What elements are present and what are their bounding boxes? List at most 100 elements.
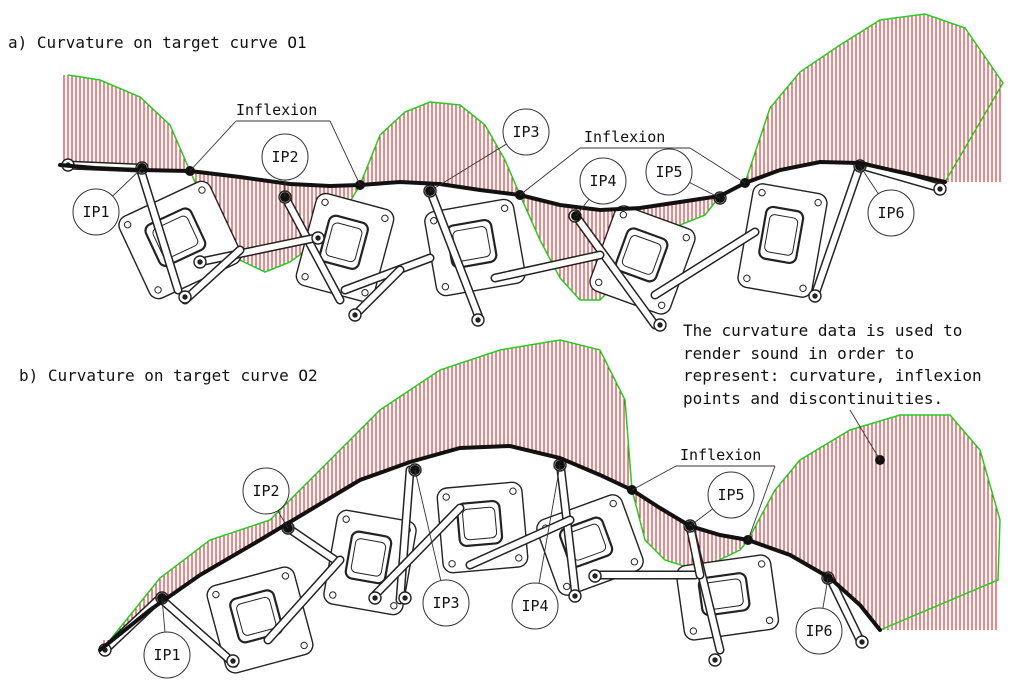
plate-screw	[657, 301, 666, 309]
panel-a-ip6-label: IP6	[877, 204, 904, 222]
panel-a-ip5-circle	[645, 148, 693, 196]
plate-window-inner	[621, 235, 662, 275]
panel-a-inflexion-label-2-leader	[519, 147, 581, 196]
link-bar-inner	[372, 505, 463, 598]
link-bar-inner	[857, 162, 943, 191]
plate-screw	[757, 560, 766, 568]
link-bar-inner	[427, 187, 483, 323]
link-bar-inner	[812, 162, 863, 298]
panel-b-ip5-label: IP5	[717, 486, 744, 504]
panel-a-ip5-label: IP5	[655, 163, 682, 181]
panel-a-inflexion-label-2-leader	[689, 147, 746, 184]
plate-screw	[381, 214, 389, 223]
panel-a-ip4-label: IP4	[589, 172, 616, 190]
pivot-joint-center	[372, 595, 378, 601]
plate-screw	[515, 554, 523, 562]
panel-a-ip3-label: IP3	[512, 123, 539, 141]
plate-screw	[321, 198, 329, 206]
plate-screw	[799, 284, 807, 292]
panel-a-ip6-circle	[867, 189, 915, 237]
panel-b-ip6-circle	[795, 607, 843, 655]
plate-window-inner	[236, 596, 277, 636]
plate-screw	[301, 272, 309, 281]
link-bar-inner	[182, 247, 243, 303]
pivot-joint-center	[572, 593, 578, 599]
link-bar-inner	[352, 267, 403, 318]
plate-screw	[500, 204, 509, 212]
panel-a-ip2-label: IP2	[271, 148, 298, 166]
plate-window-inner	[152, 215, 199, 259]
panel-b-curvature-envelope	[109, 339, 1001, 641]
pivot-joint-center	[812, 293, 818, 299]
plate-screw	[154, 286, 162, 294]
link-bar-inner	[652, 229, 758, 298]
pivot-joint-center	[230, 658, 236, 664]
pivot-joint-center	[592, 573, 598, 579]
plate-screw	[630, 558, 639, 566]
panel-b-ip1-label: IP1	[153, 646, 180, 664]
plate-screw	[300, 641, 308, 650]
plate-screw	[563, 582, 571, 591]
plate-screw	[448, 560, 456, 568]
plate-window-inner	[462, 506, 498, 541]
plate-screw	[442, 493, 450, 501]
link-bar-inner	[342, 255, 433, 293]
panel-a-inflexion-label-1: Inflexion	[236, 101, 317, 119]
pivot-joint-center	[712, 657, 718, 663]
plate-screw	[765, 616, 774, 625]
note-text: The curvature data is used to render sou…	[683, 321, 982, 408]
panel-b-inflexion-label-leader	[631, 465, 677, 491]
plate-window-inner	[764, 214, 799, 256]
mounting-plate	[675, 554, 780, 641]
plate-window-inner	[350, 538, 387, 577]
panel-b-linkage	[98, 457, 869, 674]
plate-screw	[342, 515, 350, 523]
panel-a-title: a) Curvature on target curve O1	[8, 33, 307, 52]
plate-screw	[123, 221, 132, 229]
pivot-joint-center	[197, 259, 203, 265]
link-bar-inner	[397, 467, 413, 603]
plate-screw	[329, 591, 337, 599]
pivot-joint-center	[182, 294, 188, 300]
panel-a-ip4-circle	[579, 157, 627, 205]
mounting-plate	[323, 509, 417, 616]
panel-b-ip3-label: IP3	[432, 594, 459, 612]
plate-screw	[743, 274, 751, 283]
plate-screw	[758, 189, 766, 197]
panel-b-ip1-circle	[143, 631, 191, 679]
panel-a-inflexion-label-1-leader	[189, 120, 237, 172]
plate-screw	[509, 487, 517, 495]
mounting-plate	[206, 566, 314, 674]
panel-b-ip5-circle	[707, 471, 755, 519]
panel-b-ip4-label: IP4	[521, 597, 548, 615]
pivot-joint-center	[937, 186, 943, 192]
pivot-joint-center	[402, 595, 408, 601]
link-bar-inner	[492, 252, 603, 281]
link-bar-inner	[157, 595, 233, 663]
panel-b-inflexion-label-leader	[747, 465, 776, 541]
plate-window	[456, 499, 504, 548]
panel-b-ip3-circle	[422, 579, 470, 627]
mounting-plate	[536, 494, 644, 596]
plate-window	[344, 530, 393, 585]
link-bar-inner	[285, 525, 338, 563]
panel-a-inflexion-label-2: Inflexion	[584, 128, 665, 146]
link-bar-inner	[265, 557, 343, 643]
link-bar-inner	[197, 235, 318, 265]
panel-a-inflexion-label-1-leader	[329, 120, 361, 186]
panel-b-target-curve	[98, 443, 882, 652]
plate-window-inner	[325, 222, 363, 263]
panel-a-ip1-circle	[72, 188, 120, 236]
pivot-joint-center	[657, 322, 663, 328]
panel-a-ip1-label: IP1	[82, 203, 109, 221]
plate-screw	[609, 499, 617, 508]
plate-screw	[814, 198, 822, 207]
panel-b-title: b) Curvature on target curve O2	[19, 366, 318, 385]
panel-a-curvature-comb	[63, 14, 1001, 300]
note-leader	[849, 409, 881, 461]
link-bar-inner	[467, 517, 573, 568]
panel-b-inflexion-label: Inflexion	[680, 446, 761, 464]
